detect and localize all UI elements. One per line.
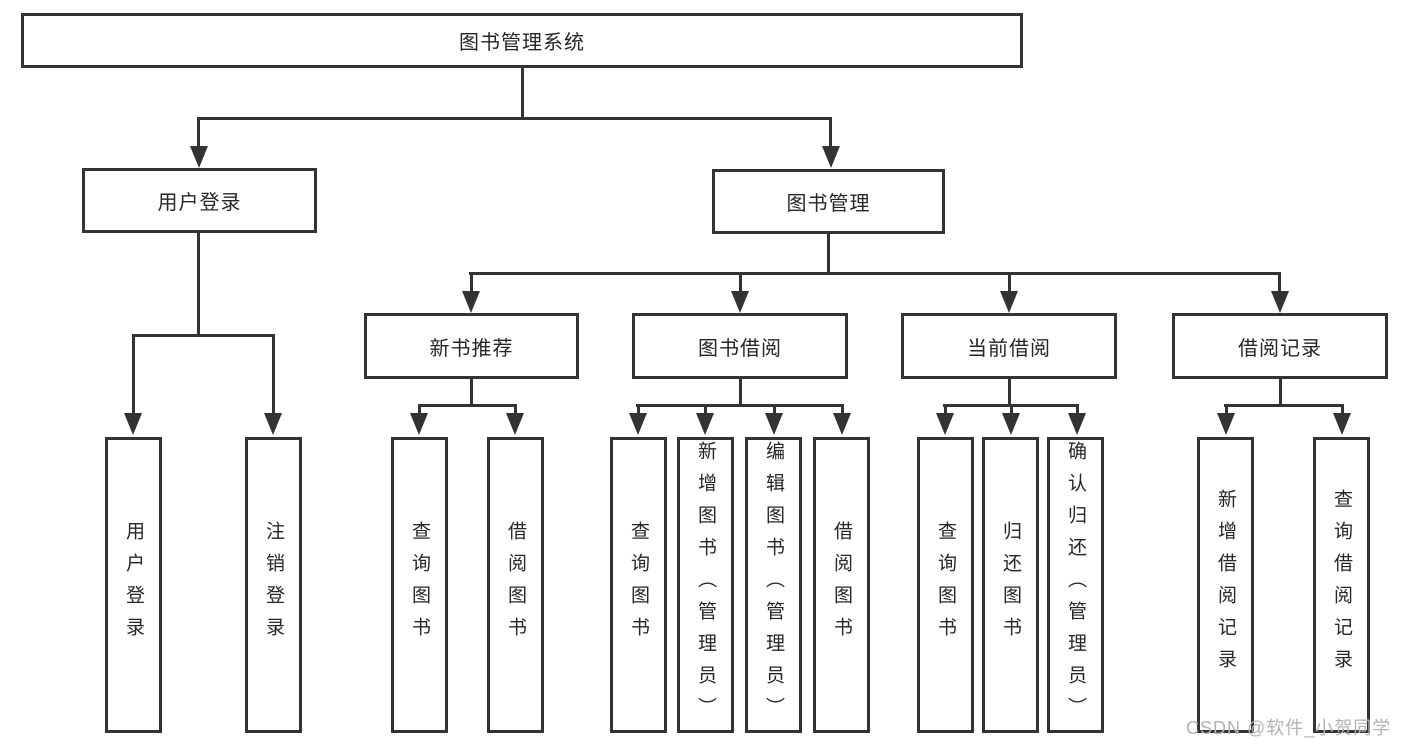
- leaf-borrow-query-book: 查询图书: [610, 437, 667, 733]
- arrow-down-icon: [1217, 413, 1235, 435]
- leaf-newbook-borrow-book-label: 借阅图书: [505, 521, 526, 649]
- connector-root-stub: [521, 68, 524, 119]
- leaf-borrow-query-book-label: 查询图书: [628, 521, 649, 649]
- arrow-down-icon: [833, 413, 851, 435]
- leaf-query-borrow-record-label: 查询借阅记录: [1331, 489, 1352, 681]
- leaf-logout-label: 注销登录: [263, 521, 284, 649]
- connector-record-leaf2: [1341, 404, 1344, 418]
- node-system-root-label: 图书管理系统: [459, 32, 585, 54]
- node-current-borrow-label: 当前借阅: [967, 337, 1051, 360]
- connector-login-leaf1: [132, 334, 135, 418]
- leaf-return-book-label: 归还图书: [1000, 521, 1021, 649]
- arrow-down-icon: [1271, 291, 1289, 313]
- arrow-down-icon: [462, 291, 480, 313]
- arrow-down-icon: [1068, 413, 1086, 435]
- connector-current-stub: [1008, 379, 1011, 407]
- connector-borrow-leaf1: [637, 404, 640, 418]
- connector-record-rail: [1224, 404, 1344, 407]
- arrow-down-icon: [765, 413, 783, 435]
- arrow-down-icon: [822, 146, 840, 168]
- connector-borrow-stub: [739, 379, 742, 407]
- connector-to-new-book: [470, 272, 473, 296]
- arrow-down-icon: [696, 413, 714, 435]
- connector-newbook-stub: [470, 379, 473, 407]
- connector-current-leaf3: [1076, 404, 1079, 418]
- node-user-login: 用户登录: [82, 168, 317, 233]
- node-new-book-recommend-label: 新书推荐: [429, 337, 514, 360]
- arrow-down-icon: [124, 413, 142, 435]
- leaf-newbook-query-book-label: 查询图书: [409, 521, 430, 649]
- connector-borrow-leaf2: [704, 404, 707, 418]
- connector-record-stub: [1279, 379, 1282, 407]
- connector-to-borrow-record: [1278, 272, 1281, 296]
- node-new-book-recommend: 新书推荐: [364, 313, 579, 379]
- arrow-down-icon: [1000, 291, 1018, 313]
- connector-level2-rail: [197, 117, 832, 120]
- leaf-query-borrow-record: 查询借阅记录: [1313, 437, 1370, 733]
- leaf-edit-book-admin-label: 编辑图书（管理员）: [763, 441, 784, 729]
- connector-login-leaf2: [272, 334, 275, 418]
- arrow-down-icon: [190, 146, 208, 168]
- connector-newbook-leaf2: [514, 404, 517, 418]
- leaf-edit-book-admin: 编辑图书（管理员）: [745, 437, 802, 733]
- arrow-down-icon: [1002, 413, 1020, 435]
- arrow-down-icon: [506, 413, 524, 435]
- connector-to-user-login: [197, 117, 200, 150]
- connector-login-stub: [197, 233, 200, 337]
- leaf-newbook-borrow-book: 借阅图书: [487, 437, 544, 733]
- connector-current-leaf2: [1010, 404, 1013, 418]
- leaf-confirm-return-admin: 确认归还（管理员）: [1047, 437, 1104, 733]
- leaf-add-book-admin: 新增图书（管理员）: [677, 437, 734, 733]
- arrow-down-icon: [410, 413, 428, 435]
- arrow-down-icon: [264, 413, 282, 435]
- leaf-logout: 注销登录: [245, 437, 302, 733]
- connector-borrow-rail: [636, 404, 844, 407]
- node-book-borrow-label: 图书借阅: [698, 337, 782, 360]
- leaf-add-borrow-record-label: 新增借阅记录: [1215, 489, 1236, 681]
- node-borrow-record: 借阅记录: [1172, 313, 1388, 379]
- connector-record-leaf1: [1225, 404, 1228, 418]
- connector-borrow-leaf3: [773, 404, 776, 418]
- leaf-add-book-admin-label: 新增图书（管理员）: [695, 441, 716, 729]
- node-system-root: 图书管理系统: [21, 13, 1023, 68]
- arrow-down-icon: [936, 413, 954, 435]
- connector-to-book-borrow: [739, 272, 742, 296]
- connector-level3-rail: [469, 272, 1281, 275]
- leaf-current-query-book: 查询图书: [917, 437, 974, 733]
- leaf-borrow-book-label: 借阅图书: [831, 521, 852, 649]
- leaf-confirm-return-admin-label: 确认归还（管理员）: [1065, 441, 1086, 729]
- connector-newbook-rail: [418, 404, 517, 407]
- node-book-management-label: 图书管理: [786, 193, 871, 215]
- node-user-login-label: 用户登录: [157, 192, 242, 214]
- arrow-down-icon: [629, 413, 647, 435]
- arrow-down-icon: [731, 291, 749, 313]
- leaf-current-query-book-label: 查询图书: [935, 521, 956, 649]
- connector-to-book-management: [829, 117, 832, 150]
- node-book-management: 图书管理: [712, 169, 945, 234]
- leaf-user-login-label: 用户登录: [123, 521, 144, 649]
- connector-mgmt-stub: [827, 234, 830, 275]
- connector-borrow-leaf4: [841, 404, 844, 418]
- connector-login-rail: [132, 334, 275, 337]
- connector-newbook-leaf1: [418, 404, 421, 418]
- connector-current-leaf1: [944, 404, 947, 418]
- csdn-watermark: CSDN @软件_小贺同学: [1186, 718, 1392, 738]
- arrow-down-icon: [1333, 413, 1351, 435]
- leaf-borrow-book: 借阅图书: [813, 437, 870, 733]
- leaf-return-book: 归还图书: [982, 437, 1039, 733]
- node-book-borrow: 图书借阅: [632, 313, 848, 379]
- leaf-newbook-query-book: 查询图书: [391, 437, 448, 733]
- node-borrow-record-label: 借阅记录: [1238, 337, 1322, 360]
- node-current-borrow: 当前借阅: [901, 313, 1117, 379]
- connector-to-current-borrow: [1008, 272, 1011, 296]
- leaf-add-borrow-record: 新增借阅记录: [1197, 437, 1254, 733]
- leaf-user-login: 用户登录: [105, 437, 162, 733]
